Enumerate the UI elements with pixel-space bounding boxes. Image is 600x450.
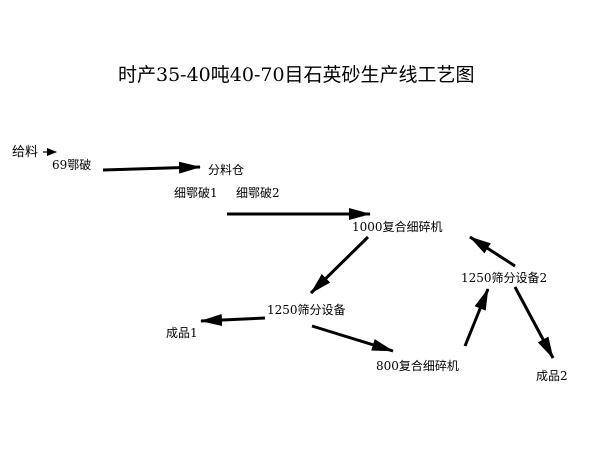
arrow-screen2-to-product2 — [513, 286, 555, 359]
arrow-screen2-to-crusher1000 — [469, 235, 516, 268]
arrow-crusher1000-to-screen1 — [309, 235, 370, 295]
node-product-2: 成品2 — [536, 369, 568, 383]
node-distribution-bin: 分料仓 — [208, 163, 245, 177]
node-screen-1250-1: 1250筛分设备 — [267, 303, 346, 317]
node-crusher-1000: 1000复合细碎机 — [352, 220, 443, 234]
node-product-1: 成品1 — [166, 326, 198, 340]
arrow-screen1-to-crusher800 — [311, 324, 394, 353]
node-jaw-crusher-69: 69鄂破 — [52, 158, 92, 172]
node-fine-jaw-crusher-1: 细鄂破1 — [174, 186, 218, 200]
node-fine-jaw-crusher-2: 细鄂破2 — [236, 186, 280, 200]
node-screen-1250-2: 1250筛分设备2 — [461, 271, 548, 285]
node-feed: 给料 — [12, 145, 39, 160]
arrow-screen1-to-product1 — [200, 314, 266, 327]
node-crusher-800: 800复合细碎机 — [376, 359, 459, 373]
arrow-crusher800-to-screen2 — [463, 288, 490, 347]
arrow-jaw69-to-bin — [102, 161, 201, 174]
diagram-title: 时产35-40吨40-70目石英砂生产线工艺图 — [118, 64, 475, 86]
